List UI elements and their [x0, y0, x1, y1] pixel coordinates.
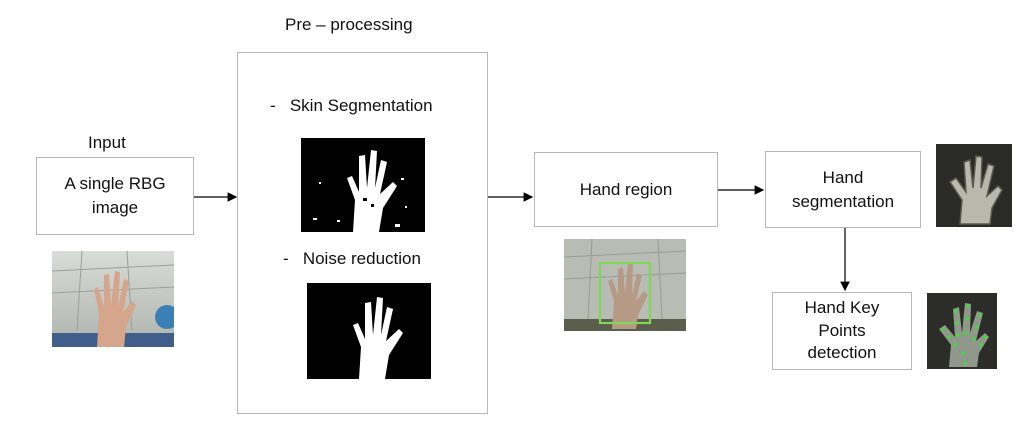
input-box-line2: image	[91, 198, 139, 217]
hand-keypoints-box: Hand Key Points detection	[772, 292, 912, 370]
input-box: A single RBG image	[36, 157, 194, 235]
hand-region-photo	[564, 239, 686, 331]
preprocessing-step-skin: - Skin Segmentation	[270, 96, 433, 115]
hand-segmentation-line2: segmentation	[791, 191, 895, 211]
noise-reduction-mask-image	[307, 283, 431, 379]
preprocessing-step-noise: - Noise reduction	[283, 249, 421, 268]
preprocessing-title: Pre – processing	[285, 15, 413, 34]
hand-keypoints-line3: detection	[807, 343, 877, 363]
hand-keypoints-line2: Points	[818, 320, 866, 340]
hand-region-box: Hand region	[534, 152, 718, 227]
input-hand-photo	[52, 251, 174, 347]
hand-keypoints-line1: Hand Key	[804, 297, 880, 317]
segmented-hand-image	[936, 144, 1012, 227]
hand-region-label: Hand region	[579, 179, 673, 199]
hand-segmentation-line1: Hand	[822, 167, 864, 187]
input-box-line1: A single RBG	[64, 174, 166, 194]
hand-keypoints-image	[927, 293, 997, 369]
input-heading: Input	[88, 133, 126, 152]
skin-segmentation-mask-image	[301, 138, 425, 232]
hand-segmentation-box: Hand segmentation	[765, 151, 921, 228]
